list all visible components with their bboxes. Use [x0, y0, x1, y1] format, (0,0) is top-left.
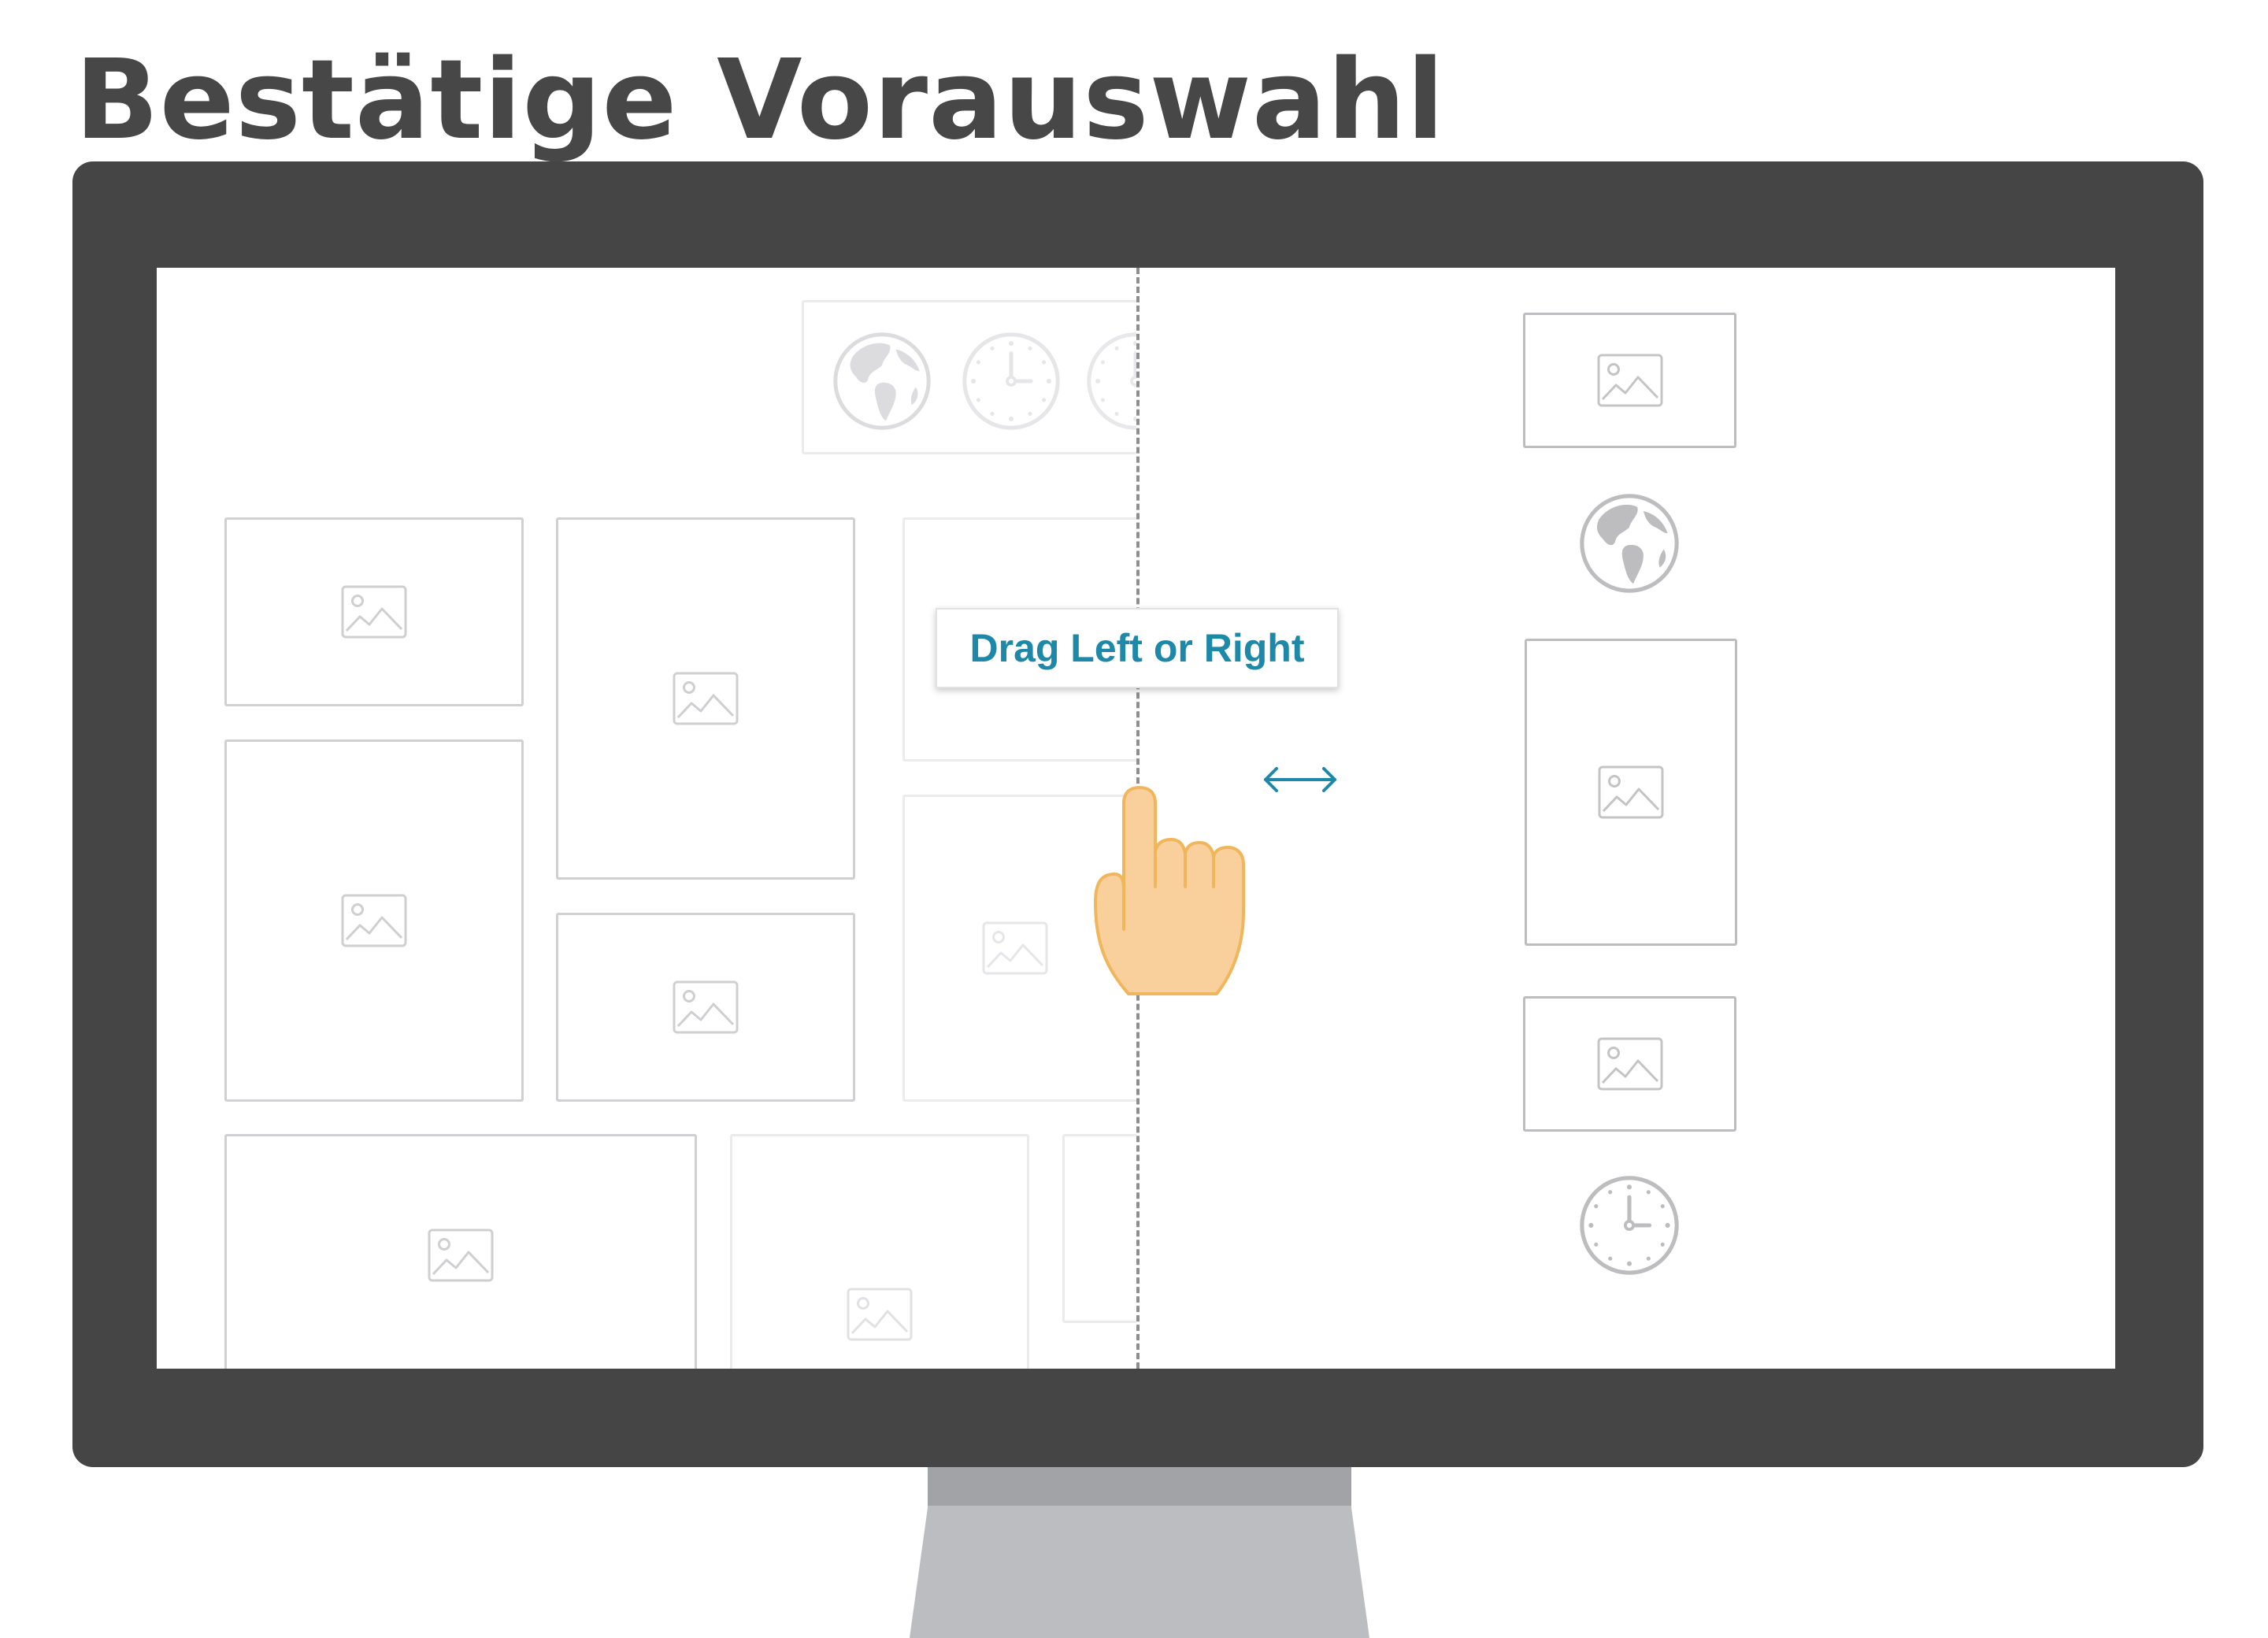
- mobile-preview-pane: [1136, 268, 2115, 1369]
- monitor-bezel: Drag Left or Right: [72, 161, 2203, 1467]
- image-tile[interactable]: [1062, 1134, 1136, 1323]
- image-placeholder-icon: [1598, 765, 1664, 819]
- image-tile[interactable]: [556, 913, 855, 1102]
- image-placeholder-icon: [1597, 354, 1663, 407]
- layout-editor-pane: [157, 268, 1136, 1369]
- image-placeholder-icon: [428, 1228, 494, 1282]
- image-tile[interactable]: [1523, 313, 1736, 448]
- image-tile[interactable]: [902, 795, 1136, 1102]
- widget-strip[interactable]: [802, 300, 1136, 454]
- image-tile[interactable]: [224, 1134, 697, 1369]
- image-tile[interactable]: [1523, 996, 1736, 1132]
- drag-hint-tooltip: Drag Left or Right: [936, 608, 1339, 688]
- pointing-hand-icon: [1094, 786, 1245, 995]
- image-placeholder-icon: [982, 921, 1048, 975]
- image-placeholder-icon: [341, 894, 407, 947]
- clock-icon: [1086, 332, 1136, 431]
- image-tile[interactable]: [224, 517, 524, 706]
- image-placeholder-icon: [673, 672, 739, 725]
- image-tile[interactable]: [1525, 639, 1737, 946]
- double-arrow-icon: [1264, 767, 1336, 792]
- image-tile[interactable]: [730, 1134, 1029, 1369]
- clock-icon: [962, 332, 1061, 431]
- drag-hint-label: Drag Left or Right: [969, 626, 1305, 670]
- image-placeholder-icon: [847, 1288, 913, 1341]
- image-placeholder-icon: [673, 980, 739, 1034]
- image-tile[interactable]: [556, 517, 855, 880]
- globe-icon: [832, 332, 932, 431]
- monitor-stand-neck: [928, 1466, 1351, 1507]
- monitor-stand-base: [910, 1506, 1369, 1638]
- page-title: Bestätige Vorauswahl: [75, 36, 1446, 165]
- monitor-screen: Drag Left or Right: [157, 268, 2115, 1369]
- image-tile[interactable]: [224, 739, 524, 1102]
- globe-icon: [1579, 493, 1680, 594]
- image-placeholder-icon: [1597, 1037, 1663, 1091]
- clock-icon: [1579, 1175, 1680, 1276]
- image-placeholder-icon: [341, 585, 407, 639]
